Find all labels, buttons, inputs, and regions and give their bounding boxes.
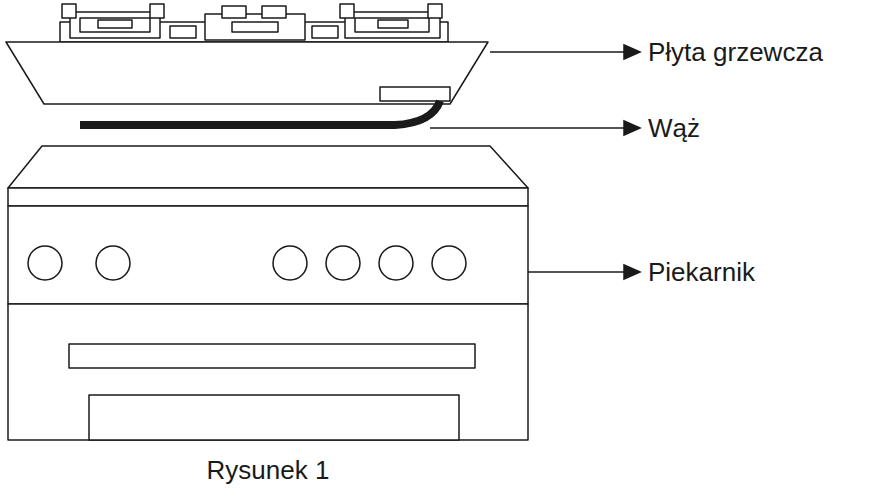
arrowhead	[624, 45, 640, 59]
hob-body	[6, 42, 488, 104]
control-panel	[8, 206, 528, 304]
knob	[326, 246, 360, 280]
part-label: Wąż	[648, 114, 700, 143]
oven-body	[8, 304, 528, 440]
leader-line	[528, 271, 628, 273]
knob	[273, 246, 307, 280]
leader-line	[490, 51, 628, 53]
oven-window	[89, 395, 459, 440]
part-label: Piekarnik	[648, 258, 755, 287]
hose-connector	[380, 87, 450, 101]
part-label: Płyta grzewcza	[648, 38, 823, 67]
leader-line	[430, 127, 628, 129]
knob	[432, 246, 466, 280]
knob	[96, 246, 130, 280]
oven-top-rim	[8, 188, 528, 206]
oven-top	[8, 146, 528, 188]
arrowhead	[624, 265, 640, 279]
arrowhead	[624, 121, 640, 135]
knob	[28, 246, 62, 280]
knob	[379, 246, 413, 280]
oven-slot	[69, 344, 475, 368]
figure-caption: Rysunek 1	[207, 456, 330, 485]
hob-burners	[60, 4, 448, 42]
gas-hose	[80, 101, 440, 125]
